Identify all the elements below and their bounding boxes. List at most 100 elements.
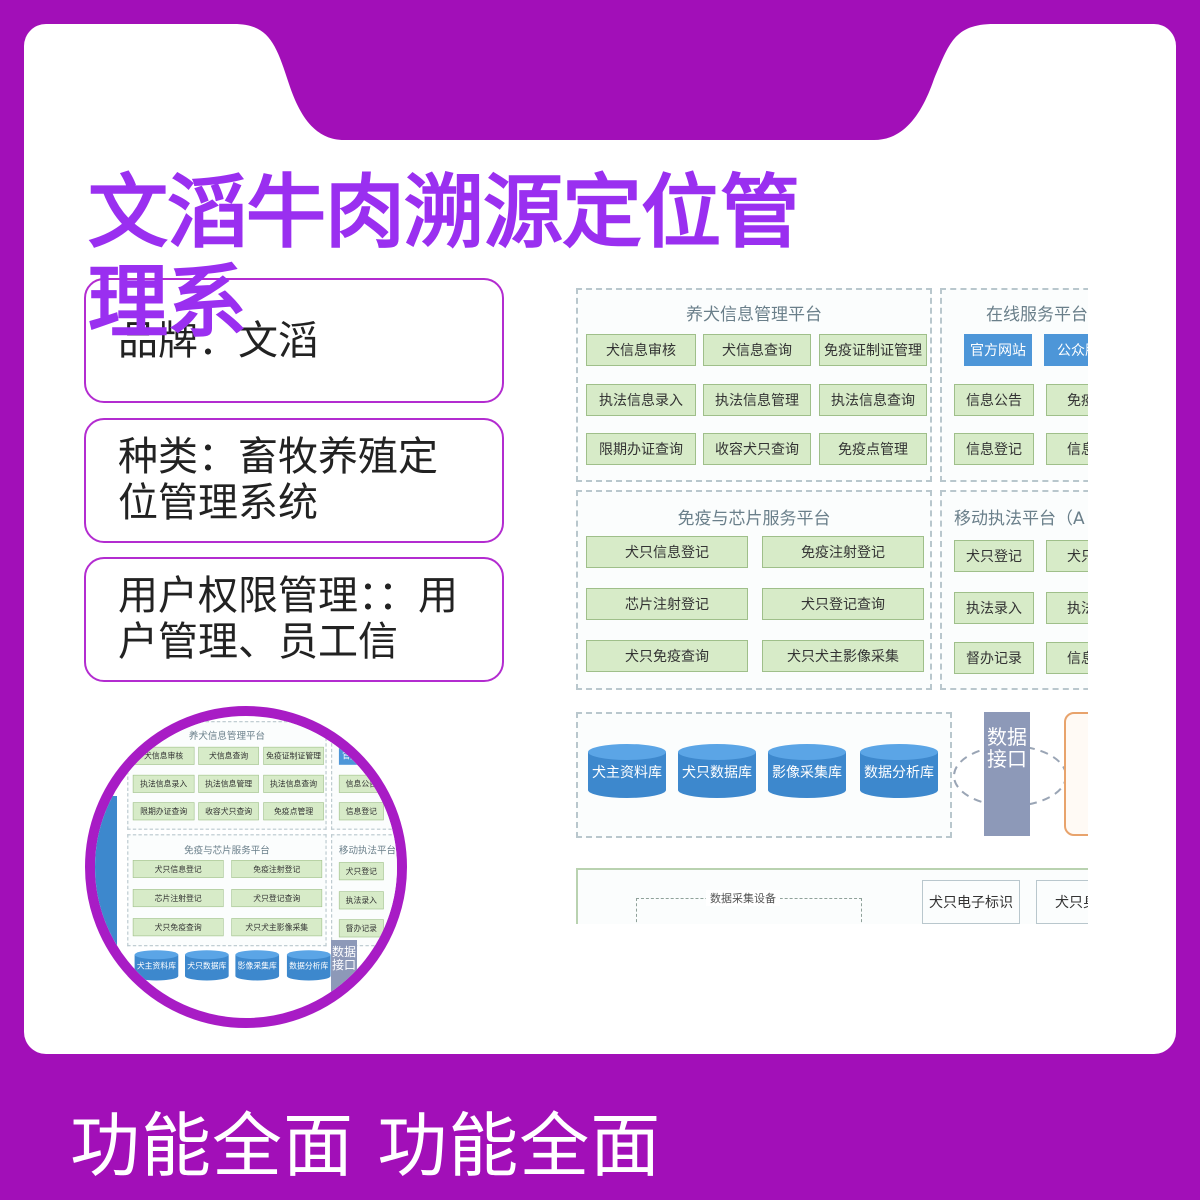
panel-dog-info: 养犬信息管理平台 犬信息审核 犬信息查询 免疫证制证管理 执法信息录入 执法信息… (576, 288, 932, 482)
diagram-button: 犬只身 (1036, 880, 1088, 924)
magnifier-circle: 养犬信息管理平台 犬信息审核 犬信息查询 免疫证制证管理 执法信息录入 执法信息… (85, 706, 407, 1028)
diagram-button: 执法信息管理 (703, 384, 811, 416)
database-icon: 数据分析库 (286, 950, 331, 984)
permission-box: 用户权限管理：：用户管理、员工信 (84, 557, 504, 682)
database-icon: 数据分析库 (860, 744, 938, 804)
diagram-button: 犬只犬主影像采集 (231, 918, 323, 937)
diagram-button: 犬只登记 (954, 540, 1034, 572)
diagram-button: 犬信息查询 (198, 746, 259, 765)
diagram-button: 执法信息录入 (132, 774, 195, 793)
diagram-button: 信息 (1046, 642, 1088, 674)
brand-box: 品牌：文滔 (84, 278, 504, 403)
database-label: 数据分析库 (864, 765, 934, 781)
panel-collection: 数据采集设备 犬只电子标识 犬只身 (576, 868, 1088, 924)
category-box: 种类：畜牧养殖定位管理系统 (84, 418, 504, 543)
side-bar (95, 796, 117, 976)
database-icon: 影像采集库 (235, 950, 280, 984)
panel-immune-chip: 免疫与芯片服务平台 犬只信息登记 免疫注射登记 芯片注射登记 犬只登记查询 犬只… (576, 490, 932, 690)
diagram-button: 犬只登记查询 (762, 588, 924, 620)
diagram-button: 执法 (1046, 592, 1088, 624)
panel-immune-chip: 免疫与芯片服务平台 犬只信息登记 免疫注射登记 芯片注射登记 犬只登记查询 犬只… (127, 834, 327, 947)
diagram-button: 执法录入 (338, 891, 384, 910)
diagram-button: 芯片注射登记 (586, 588, 748, 620)
panel-mobile-enforcement: 移动执法平台（A 犬只登记 犬只 执法录入 执法 督办记录 信息 (940, 490, 1088, 690)
panel-title: 养犬信息管理平台 (188, 730, 265, 742)
diagram-button: 执法录入 (954, 592, 1034, 624)
panel-databases: 犬主资料库 犬只数据库 影像采集库 数据分析库 (576, 712, 952, 838)
diagram-button: 信息登记 (954, 433, 1034, 465)
magnified-databases: 犬主资料库 犬只数据库 影像采集库 数据分析库 (129, 948, 331, 993)
diagram-button: 犬只免疫查询 (132, 918, 224, 937)
footer-slogan: 功能全面 功能全面 (70, 1105, 662, 1187)
data-interface-block: 数据接口 (331, 940, 357, 1008)
diagram-button: 犬只登记 (338, 862, 384, 881)
diagram-button: 执法信息录入 (586, 384, 696, 416)
diagram-button: 限期办证查询 (132, 802, 195, 821)
panel-dog-info: 养犬信息管理平台 犬信息审核 犬信息查询 免疫证制证管理 执法信息录入 执法信息… (127, 721, 327, 830)
panel-title: 在线服务平台 (986, 305, 1088, 325)
diagram-button: 督办记录 (338, 919, 384, 938)
database-icon: 影像采集库 (768, 744, 846, 804)
diagram-button: 限期办证查询 (586, 433, 696, 465)
diagram-button: 芯片注射登记 (132, 889, 224, 908)
panel-online-service: 官方网站 信息公告 信息登记 (331, 721, 397, 830)
diagram-button: 信息 (1046, 433, 1088, 465)
data-interface-block: 数据接口 (984, 712, 1030, 836)
permission-text: 用户权限管理：：用户管理、员工信 (118, 573, 458, 665)
diagram-button: 犬信息查询 (703, 334, 811, 366)
diagram-button: 信息公告 (954, 384, 1034, 416)
database-label: 犬主资料库 (136, 962, 177, 971)
diagram-button: 收容犬只查询 (703, 433, 811, 465)
panel-mobile-enforcement: 移动执法平台（A 犬只登记 执法录入 督办记录 (331, 834, 407, 947)
database-icon: 犬主资料库 (588, 744, 666, 804)
magnified-diagram: 养犬信息管理平台 犬信息审核 犬信息查询 免疫证制证管理 执法信息录入 执法信息… (125, 720, 407, 955)
diagram-button: 犬只免疫查询 (586, 640, 748, 672)
diagram-button: 免疫注射登记 (762, 536, 924, 568)
architecture-diagram: 养犬信息管理平台 犬信息审核 犬信息查询 免疫证制证管理 执法信息录入 执法信息… (572, 286, 1088, 924)
diagram-button: 犬只信息登记 (132, 860, 224, 878)
diagram-button: 免疫证制证管理 (819, 334, 927, 366)
diagram-button: 公众服 (1044, 334, 1088, 366)
database-icon: 犬只数据库 (185, 950, 229, 984)
diagram-button: 犬只信息登记 (586, 536, 748, 568)
diagram-button: 执法信息管理 (198, 774, 259, 793)
diagram-button: 免疫注射登记 (231, 860, 323, 878)
diagram-button: 督办记录 (954, 642, 1034, 674)
panel-title: 移动执法平台（A (954, 509, 1085, 529)
database-label: 犬主资料库 (592, 765, 662, 781)
collect-label: 数据采集设备 (706, 890, 780, 906)
diagram-button: 收容犬只查询 (198, 802, 259, 821)
page-title: 文滔牛肉溯源定位管理系 (88, 166, 800, 349)
database-label: 犬只数据库 (682, 765, 752, 781)
panel-title: 免疫与芯片服务平台 (184, 844, 270, 857)
panel-title: 免疫与芯片服务平台 (677, 509, 831, 529)
external-block (1064, 712, 1088, 836)
panel-title: 养犬信息管理平台 (686, 305, 822, 325)
category-text: 种类：畜牧养殖定位管理系统 (118, 434, 438, 526)
database-label: 数据分析库 (289, 962, 329, 971)
diagram-button: 官方网站 (964, 334, 1032, 366)
database-label: 影像采集库 (237, 962, 277, 971)
diagram-button: 犬只犬主影像采集 (762, 640, 924, 672)
panel-online-service: 在线服务平台 官方网站 公众服 信息公告 免疫 信息登记 信息 (940, 288, 1088, 482)
diagram-button: 信息登记 (338, 802, 384, 821)
diagram-button: 犬只电子标识 (922, 880, 1020, 924)
database-icon: 犬只数据库 (678, 744, 756, 804)
panel-title: 移动执法平台（A (338, 844, 407, 857)
database-label: 影像采集库 (772, 765, 842, 781)
diagram-button: 信息公告 (338, 774, 384, 793)
diagram-button: 执法信息查询 (263, 774, 324, 793)
diagram-button: 免疫 (1046, 384, 1088, 416)
diagram-button: 犬信息审核 (132, 746, 195, 765)
diagram-button: 官方网站 (338, 746, 377, 765)
top-notch (234, 24, 994, 140)
diagram-button: 免疫证制证管理 (263, 746, 324, 765)
database-icon: 犬主资料库 (134, 950, 179, 984)
diagram-button: 免疫点管理 (263, 802, 324, 821)
diagram-button: 执法信息查询 (819, 384, 927, 416)
diagram-button: 犬只 (1046, 540, 1088, 572)
database-label: 犬只数据库 (187, 962, 227, 971)
brand-text: 品牌：文滔 (118, 318, 318, 364)
diagram-button: 免疫点管理 (819, 433, 927, 465)
diagram-button: 犬信息审核 (586, 334, 696, 366)
